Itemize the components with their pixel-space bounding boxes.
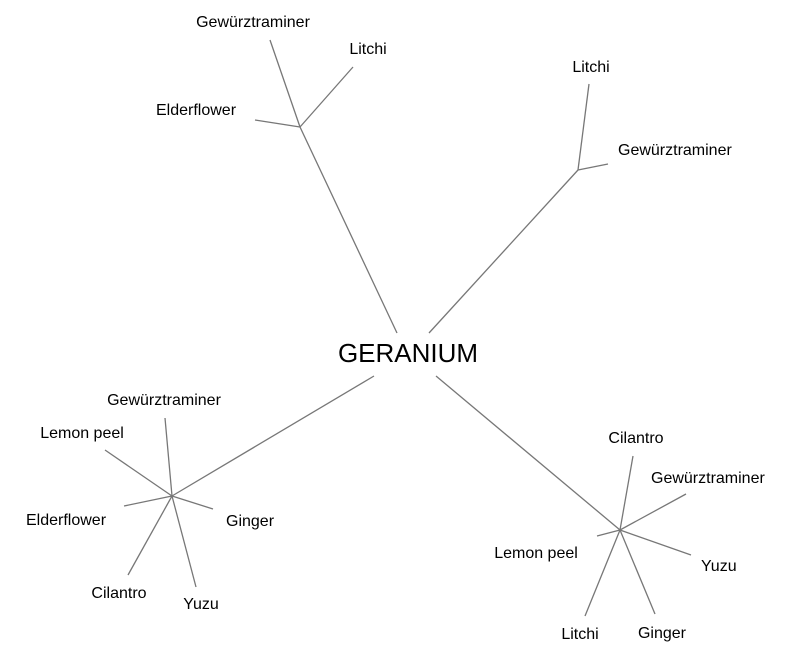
- leaf-label-litchi: Litchi: [349, 41, 386, 58]
- edge-bottom-left-yuzu: [171, 495, 197, 588]
- edge-bottom-right-cilantro: [619, 455, 634, 531]
- leaf-label-cilantro: Cilantro: [91, 585, 146, 602]
- leaf-label-yuzu: Yuzu: [701, 558, 737, 575]
- branch-bottom-right: [435, 375, 621, 531]
- leaf-label-gew-rztraminer: Gewürztraminer: [107, 392, 221, 409]
- leaf-label-cilantro: Cilantro: [608, 430, 663, 447]
- edge-bottom-right-gew-rztraminer: [619, 493, 687, 531]
- edge-bottom-left-ginger: [171, 495, 214, 510]
- edge-bottom-right-lemon-peel: [596, 529, 621, 537]
- edge-bottom-left-gew-rztraminer: [164, 417, 173, 497]
- leaf-label-litchi: Litchi: [561, 626, 598, 643]
- center-label: GERANIUM: [338, 338, 478, 368]
- leaf-label-lemon-peel: Lemon peel: [494, 545, 578, 562]
- leaf-label-gew-rztraminer: Gewürztraminer: [196, 14, 310, 31]
- branch-top-right: [428, 169, 579, 334]
- leaf-label-ginger: Ginger: [638, 625, 687, 642]
- leaf-label-elderflower: Elderflower: [156, 102, 237, 119]
- edge-bottom-right-yuzu: [619, 529, 692, 556]
- edge-top-right-litchi: [577, 83, 590, 171]
- edge-bottom-left-elderflower: [123, 495, 173, 507]
- edge-bottom-left-lemon-peel: [104, 449, 173, 497]
- leaf-label-elderflower: Elderflower: [26, 512, 107, 529]
- leaf-label-lemon-peel: Lemon peel: [40, 425, 124, 442]
- branch-top-left: [299, 126, 398, 334]
- leaf-label-litchi: Litchi: [572, 59, 609, 76]
- leaf-label-gew-rztraminer: Gewürztraminer: [651, 470, 765, 487]
- branch-bottom-left: [171, 375, 375, 497]
- edge-top-left-gew-rztraminer: [269, 39, 301, 128]
- leaf-label-yuzu: Yuzu: [183, 596, 219, 613]
- edge-top-right-gew-rztraminer: [577, 163, 609, 171]
- leaf-label-gew-rztraminer: Gewürztraminer: [618, 142, 732, 159]
- leaf-label-ginger: Ginger: [226, 513, 275, 530]
- edge-bottom-right-ginger: [619, 529, 656, 615]
- edge-bottom-left-cilantro: [127, 495, 173, 576]
- edge-top-left-elderflower: [254, 119, 301, 128]
- edge-bottom-right-litchi: [584, 529, 621, 617]
- edge-top-left-litchi: [299, 66, 354, 128]
